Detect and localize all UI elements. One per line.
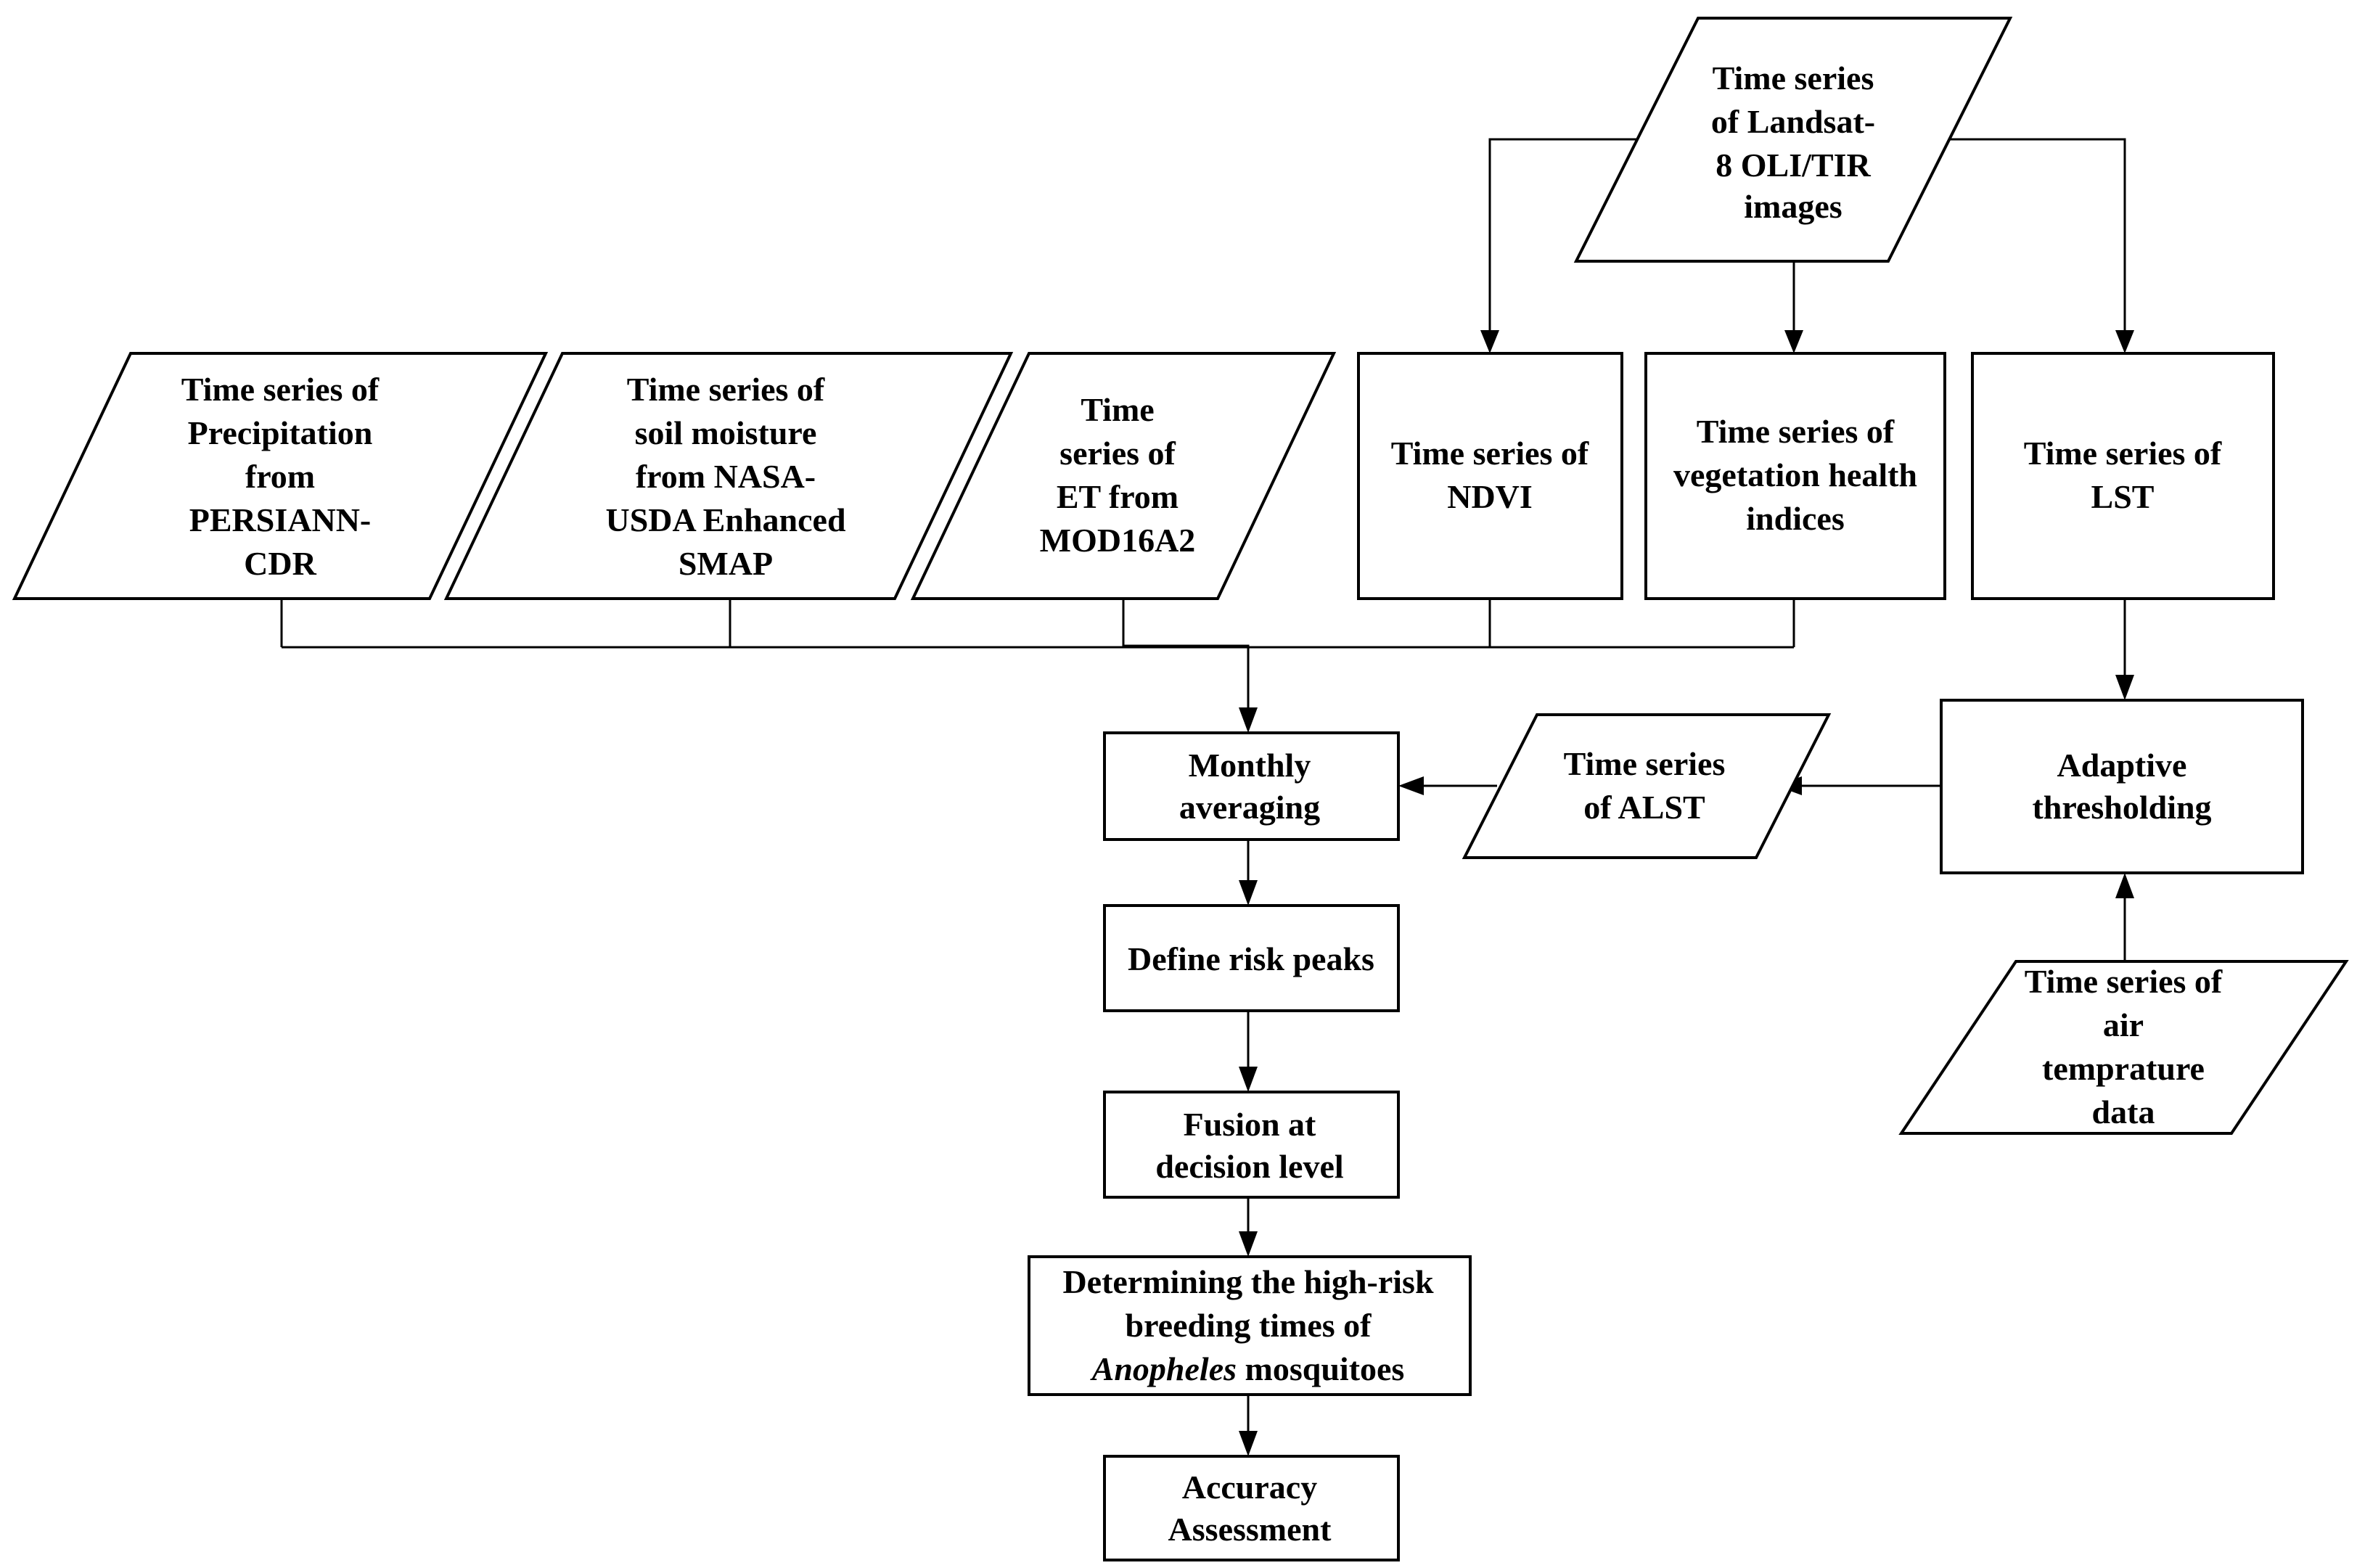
node-soil-line-1: soil moisture [635,414,817,451]
node-determine-line-0: Determining the high-risk [1062,1263,1434,1300]
node-alst: Time series of ALST [1462,713,1832,859]
mosquitoes-text: mosquitoes [1237,1350,1404,1387]
connector-landsat-ndvi [1488,138,1641,330]
node-ndvi: Time series of NDVI [1357,352,1623,600]
node-ndvi-line-0: Time series of [1391,435,1589,472]
node-ndvi-line-1: NDVI [1447,478,1533,515]
node-precip-line-4: CDR [244,545,316,582]
node-soil: Time series of soil moisture from NASA- … [443,352,1014,600]
node-et-line-0: Time [1081,391,1154,428]
connector-landsat-lst [1943,138,2126,330]
node-fusion: Fusion at decision level [1103,1091,1400,1199]
node-vhi-line-0: Time series of [1697,413,1895,450]
connectors [280,138,2134,1456]
node-accuracy: Accuracy Assessment [1103,1455,1400,1561]
node-landsat-line-0: Time series [1713,59,1874,97]
arrowhead-adaptive-bottom [2115,873,2134,898]
arrowhead-monthly-side [1398,776,1424,795]
connector-et-monthly [1123,644,1250,707]
arrowhead-vhi [1784,330,1803,353]
node-determine-line-1: breeding times of [1125,1307,1372,1344]
node-determine: Determining the high-risk breeding times… [1028,1255,1472,1396]
node-lst: Time series of LST [1971,352,2275,600]
node-vhi-line-1: vegetation health [1673,456,1917,493]
node-accuracy-line-1: Assessment [1168,1511,1332,1548]
node-peaks-line-0: Define risk peaks [1128,940,1374,977]
node-precip-line-0: Time series of [181,371,380,408]
node-monthly-line-1: averaging [1179,789,1320,826]
node-lst-line-0: Time series of [2024,435,2222,472]
arrowhead-fusion [1239,1067,1258,1092]
node-airtemp: Time series of air temprature data [1898,960,2349,1135]
node-airtemp-line-2: temprature [2042,1050,2205,1087]
node-accuracy-line-0: Accuracy [1182,1469,1317,1506]
node-landsat-line-1: of Landsat- [1711,103,1875,140]
node-fusion-line-1: decision level [1155,1148,1343,1185]
node-et-line-1: series of [1059,435,1176,472]
node-airtemp-line-1: air [2103,1006,2144,1043]
node-adaptive-line-0: Adaptive [2057,747,2187,784]
anopheles-italic: Anopheles [1090,1350,1237,1387]
node-et: Time series of ET from MOD16A2 [910,352,1337,600]
arrowhead-determine [1239,1231,1258,1257]
node-precip: Time series of Precipitation from PERSIA… [12,352,549,600]
arrowhead-ndvi [1480,330,1499,353]
node-peaks: Define risk peaks [1103,904,1400,1012]
arrowhead-adaptive-top [2115,675,2134,700]
node-et-line-2: ET from [1057,478,1178,515]
arrowhead-peaks [1239,880,1258,906]
node-precip-line-1: Precipitation [188,414,373,451]
node-precip-line-2: from [245,458,315,495]
node-soil-line-2: from NASA- [636,458,816,495]
node-soil-line-0: Time series of [627,371,825,408]
node-landsat-line-3: images [1744,188,1842,225]
node-vhi: Time series of vegetation health indices [1644,352,1946,600]
node-adaptive: Adaptive thresholding [1940,699,2304,874]
node-soil-line-4: SMAP [679,545,773,582]
arrowhead-monthly [1239,707,1258,733]
node-et-line-3: MOD16A2 [1040,522,1196,559]
arrowhead-accuracy [1239,1431,1258,1456]
node-landsat-line-2: 8 OLI/TIR [1716,147,1871,184]
node-vhi-line-2: indices [1746,500,1844,537]
node-airtemp-line-3: data [2092,1093,2155,1130]
arrowhead-lst [2115,330,2134,353]
node-determine-line-2: Anopheles mosquitoes [1090,1350,1405,1387]
node-alst-line-0: Time series [1564,745,1726,782]
node-airtemp-line-0: Time series of [2025,963,2223,1000]
node-alst-line-1: of ALST [1583,789,1705,826]
node-landsat: Time series of Landsat- 8 OLI/TIR images [1573,17,2013,263]
node-monthly-line-0: Monthly [1189,747,1311,784]
node-precip-line-3: PERSIANN- [189,501,371,538]
node-lst-line-1: LST [2091,478,2155,515]
node-adaptive-line-1: thresholding [2032,789,2211,826]
node-monthly: Monthly averaging [1103,731,1400,841]
node-fusion-line-0: Fusion at [1184,1106,1316,1143]
node-soil-line-3: USDA Enhanced [605,501,845,538]
